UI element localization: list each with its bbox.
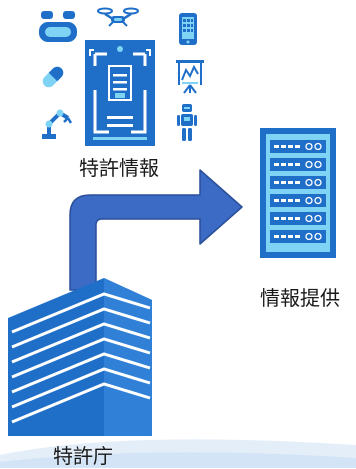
building-floor-line — [11, 352, 151, 394]
info-provision-label: 情報提供 — [260, 286, 340, 310]
building-floor-line — [11, 292, 151, 334]
building-icon — [8, 278, 152, 436]
building-floor-line — [11, 322, 151, 364]
arrow-icon — [69, 169, 243, 291]
smartphone-icon — [179, 13, 197, 45]
building-floor-line — [11, 382, 151, 424]
drone-icon — [97, 7, 139, 27]
humanoid-robot-icon — [177, 104, 197, 141]
patent-info-label: 特許情報 — [79, 156, 159, 180]
lab-equipment-icon — [176, 60, 204, 94]
patent-document-icon — [85, 40, 155, 146]
patent-office-label: 特許庁 — [53, 444, 113, 468]
game-controller-icon — [39, 11, 77, 42]
server-icon — [260, 128, 336, 258]
robot-arm-icon — [42, 109, 72, 139]
building-floor-line — [11, 337, 151, 379]
building-floor-line — [11, 367, 151, 409]
building-floor-line — [11, 307, 151, 349]
capsule-icon — [42, 66, 64, 88]
